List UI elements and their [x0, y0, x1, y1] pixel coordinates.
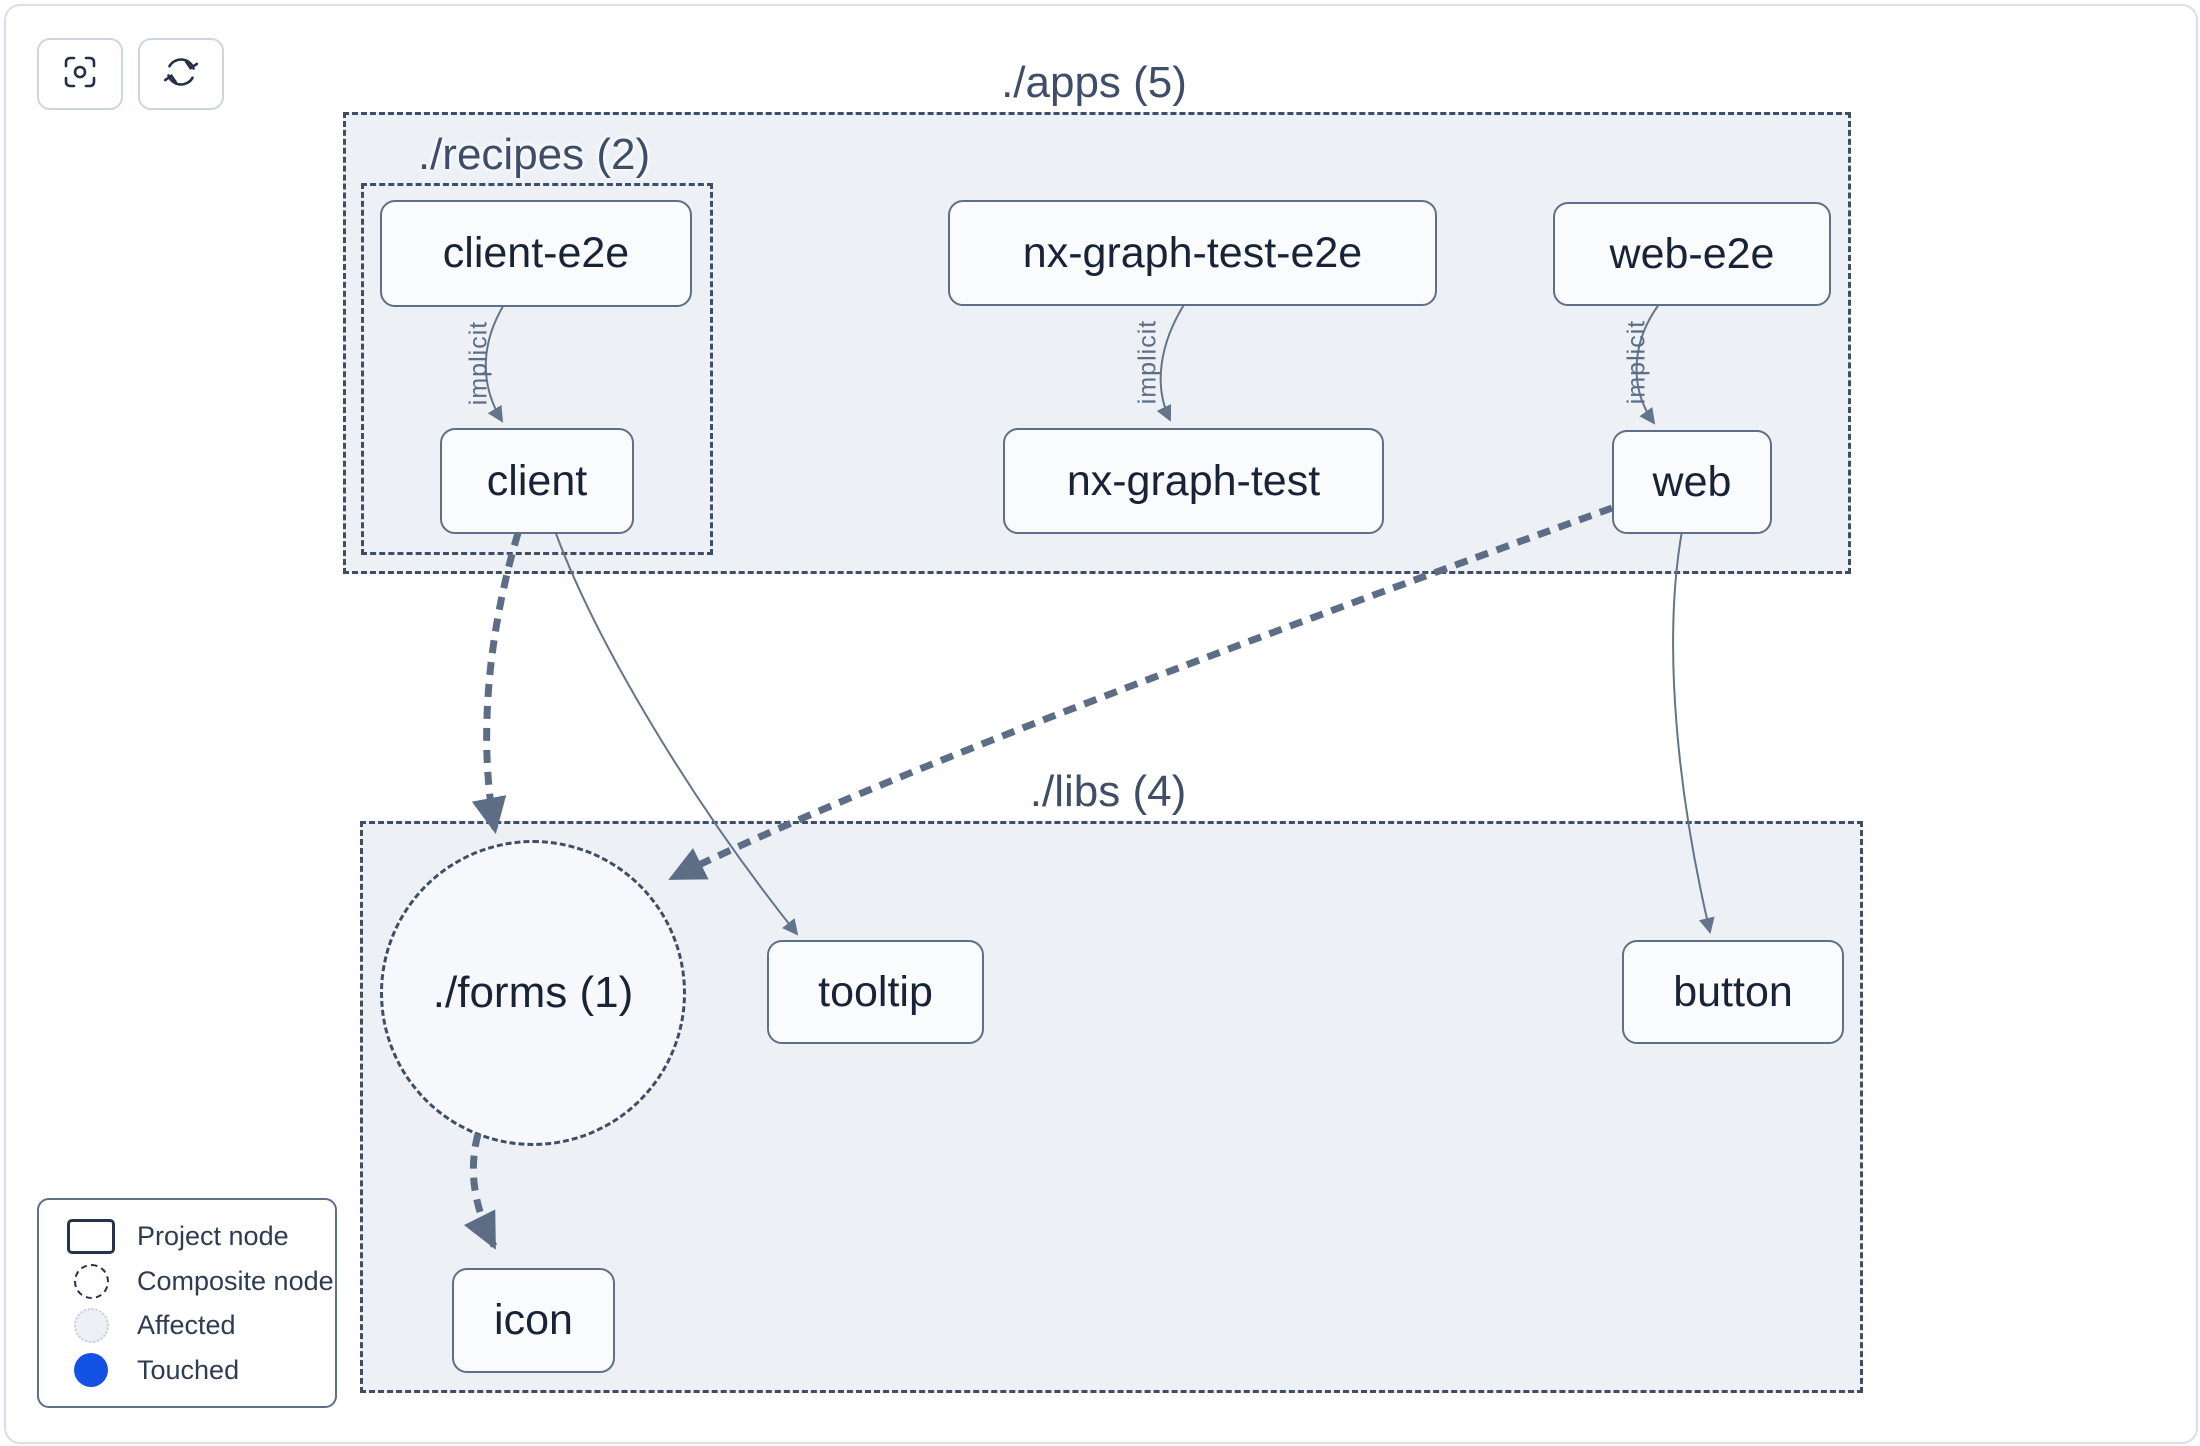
node-web-e2e[interactable]: web-e2e — [1553, 202, 1831, 306]
composite-node-forms[interactable]: ./forms (1) — [380, 840, 686, 1146]
graph-card-border — [4, 4, 2198, 1444]
edge-label-implicit-nx-graph-test: implicit — [1133, 319, 1162, 405]
touched-swatch-icon — [67, 1353, 115, 1388]
legend-item-affected: Affected — [39, 1308, 335, 1344]
node-button[interactable]: button — [1622, 940, 1844, 1044]
node-nx-graph-test-e2e-label: nx-graph-test-e2e — [1022, 228, 1363, 277]
group-apps-label: ./apps (5) — [1001, 58, 1187, 107]
refresh-icon — [162, 53, 200, 96]
legend-item-composite-node: Composite node — [39, 1263, 335, 1299]
node-tooltip[interactable]: tooltip — [767, 940, 984, 1044]
legend-label-affected: Affected — [137, 1310, 236, 1341]
node-nx-graph-test-label: nx-graph-test — [1066, 456, 1321, 505]
node-web-e2e-label: web-e2e — [1609, 229, 1775, 278]
node-web[interactable]: web — [1612, 430, 1772, 534]
composite-node-forms-label: ./forms (1) — [432, 968, 634, 1017]
node-client[interactable]: client — [440, 428, 634, 534]
edge-label-implicit-web: implicit — [1622, 319, 1651, 405]
node-tooltip-label: tooltip — [818, 967, 933, 1016]
legend-label-project-node: Project node — [137, 1220, 289, 1251]
legend-item-project-node: Project node — [39, 1218, 335, 1254]
group-libs-label: ./libs (4) — [1029, 767, 1187, 816]
node-client-e2e-label: client-e2e — [442, 229, 630, 277]
project-node-swatch-icon — [67, 1218, 115, 1254]
node-client-e2e[interactable]: client-e2e — [380, 200, 692, 307]
legend-label-touched: Touched — [137, 1354, 240, 1385]
node-icon-label: icon — [494, 1296, 573, 1344]
node-nx-graph-test[interactable]: nx-graph-test — [1003, 428, 1384, 534]
group-recipes-label: ./recipes (2) — [417, 130, 651, 179]
legend: Project node Composite node Affected Tou… — [37, 1198, 337, 1408]
refresh-button[interactable] — [138, 38, 224, 110]
node-client-label: client — [486, 456, 588, 505]
focus-icon — [61, 53, 99, 96]
legend-item-touched: Touched — [39, 1353, 335, 1388]
node-nx-graph-test-e2e[interactable]: nx-graph-test-e2e — [948, 200, 1437, 306]
edge-label-implicit-client: implicit — [464, 320, 493, 406]
focus-button[interactable] — [37, 38, 123, 110]
group-recipes — [361, 183, 713, 555]
node-icon[interactable]: icon — [452, 1268, 615, 1373]
composite-node-swatch-icon — [67, 1263, 115, 1299]
node-web-label: web — [1652, 457, 1732, 506]
node-button-label: button — [1673, 967, 1793, 1016]
affected-swatch-icon — [67, 1308, 115, 1344]
legend-label-composite-node: Composite node — [137, 1265, 334, 1296]
